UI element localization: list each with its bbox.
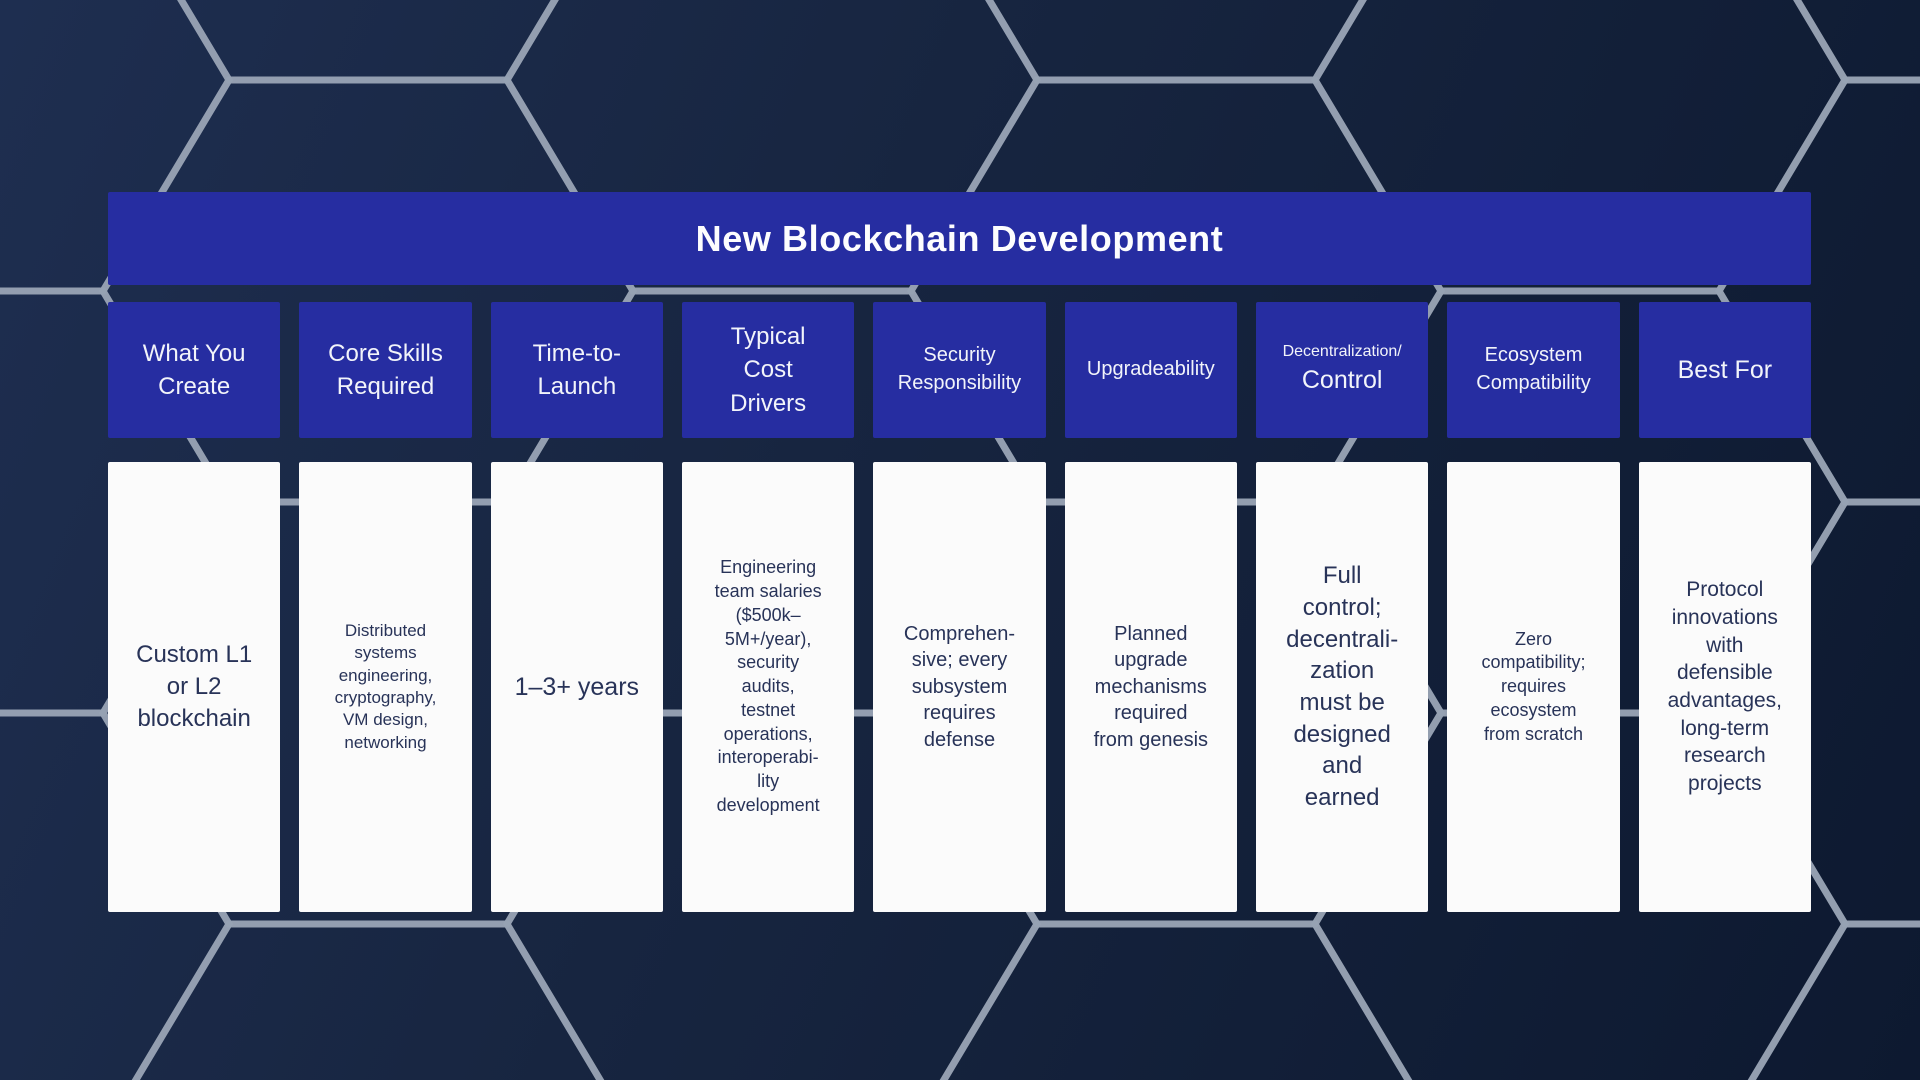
column-body-text: Comprehen- sive; every subsystem require… bbox=[903, 623, 1016, 751]
column-body-card: Engineering team salaries ($500k– 5M+/ye… bbox=[681, 462, 855, 912]
column-body-card: Full control; decentrali- zation must be… bbox=[1255, 462, 1429, 912]
column-header-label: Upgradeability bbox=[1086, 358, 1215, 381]
hexagon-outline bbox=[131, 920, 605, 1080]
column-body-text: Custom L1 or L2 blockchain bbox=[136, 641, 253, 732]
column-header-cell: Time-to- Launch bbox=[490, 302, 663, 438]
hexagon-outline bbox=[1793, 0, 1920, 84]
column-body-card: Custom L1 or L2 blockchain bbox=[108, 462, 281, 912]
hexagon-outline bbox=[985, 0, 1367, 84]
column-header-label: Typical Cost Drivers bbox=[730, 323, 807, 417]
column-body-card: Comprehen- sive; every subsystem require… bbox=[873, 462, 1046, 912]
column-body-text: Distributed systems engineering, cryptog… bbox=[334, 620, 437, 752]
hexagon-outline bbox=[98, 76, 638, 506]
column-header-cell: Decentralization/ Control bbox=[1255, 302, 1429, 438]
column-header-cell: Core Skills Required bbox=[299, 302, 472, 438]
hexagon-outline bbox=[177, 0, 559, 84]
column-header-cell: Best For bbox=[1638, 302, 1811, 438]
column-header-cell: Upgradeability bbox=[1064, 302, 1237, 438]
column-header-cell: Typical Cost Drivers bbox=[681, 302, 855, 438]
column-header-row: What You Create Core Skills Required Tim… bbox=[108, 302, 1811, 438]
column-body-text: 1–3+ years bbox=[514, 672, 640, 701]
page-title: New Blockchain Development bbox=[695, 217, 1224, 259]
column-body-row: Custom L1 or L2 blockchain Distributed s… bbox=[108, 462, 1811, 912]
hexagon-outline bbox=[1747, 920, 1920, 1080]
column-header-label: Time-to- Launch bbox=[532, 339, 622, 400]
column-body-card: Protocol innovations with defensible adv… bbox=[1638, 462, 1811, 912]
column-body-text: Engineering team salaries ($500k– 5M+/ye… bbox=[714, 557, 822, 815]
column-header-small-label: Decentralization/ bbox=[1282, 343, 1402, 361]
column-header-label: Core Skills Required bbox=[328, 339, 443, 400]
hexagon-outline bbox=[1714, 76, 1920, 506]
column-body-text: Planned upgrade mechanisms required from… bbox=[1093, 623, 1209, 751]
column-body-card: Distributed systems engineering, cryptog… bbox=[299, 462, 472, 912]
column-header-label: Ecosystem Compatibility bbox=[1476, 344, 1591, 394]
column-header-label: Security Responsibility bbox=[897, 344, 1022, 394]
title-bar: New Blockchain Development bbox=[108, 192, 1811, 285]
column-header-label: What You Create bbox=[142, 339, 246, 400]
column-header-cell: What You Create bbox=[108, 302, 281, 438]
column-body-card: 1–3+ years bbox=[490, 462, 663, 912]
column-header-label: Control bbox=[1301, 366, 1383, 395]
column-body-text: Zero compatibility; requires ecosystem f… bbox=[1481, 628, 1586, 744]
column-header-label: Best For bbox=[1677, 355, 1773, 384]
column-body-text: Full control; decentrali- zation must be… bbox=[1286, 562, 1399, 812]
hexagon-outline bbox=[906, 76, 1446, 506]
column-body-card: Zero compatibility; requires ecosystem f… bbox=[1447, 462, 1620, 912]
hexagon-outline bbox=[939, 920, 1413, 1080]
column-body-text: Protocol innovations with defensible adv… bbox=[1667, 578, 1783, 796]
column-body-card: Planned upgrade mechanisms required from… bbox=[1064, 462, 1237, 912]
column-header-cell: Security Responsibility bbox=[873, 302, 1046, 438]
column-header-cell: Ecosystem Compatibility bbox=[1447, 302, 1620, 438]
